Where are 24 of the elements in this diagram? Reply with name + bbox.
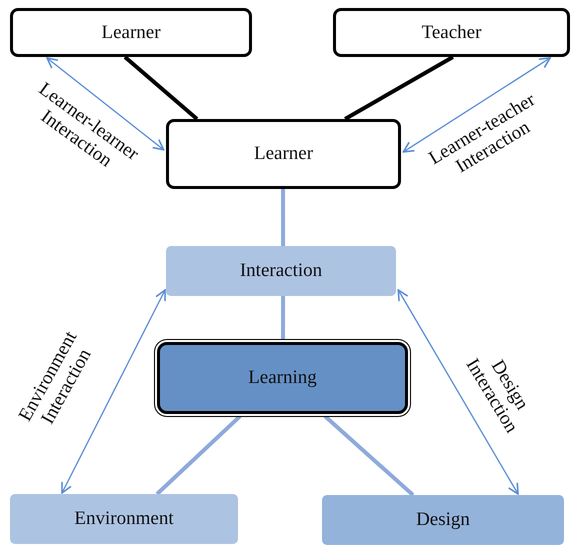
connector-line	[281, 296, 286, 340]
double-arrow	[46, 57, 164, 151]
node-label: Learning	[248, 367, 317, 389]
node-box	[166, 119, 401, 189]
connector-line	[124, 55, 198, 121]
double-arrow	[61, 289, 166, 494]
node-label: Environment	[74, 508, 174, 530]
node-box	[10, 8, 252, 57]
connector-line	[344, 55, 454, 121]
node-box	[166, 246, 396, 296]
node-label: Learner	[101, 22, 161, 44]
node-box	[322, 495, 564, 545]
node-label: Interaction	[240, 260, 322, 282]
node-label: Learner	[254, 143, 314, 165]
double-arrow	[402, 57, 551, 153]
node-label: Teacher	[422, 22, 482, 44]
node-box	[333, 8, 570, 57]
double-arrow	[398, 289, 519, 495]
connector-line	[324, 414, 414, 496]
node-box	[157, 342, 408, 414]
connector-line	[281, 189, 286, 246]
connector-line	[156, 414, 242, 496]
node-label: Design	[416, 509, 470, 531]
node-box	[10, 494, 238, 544]
